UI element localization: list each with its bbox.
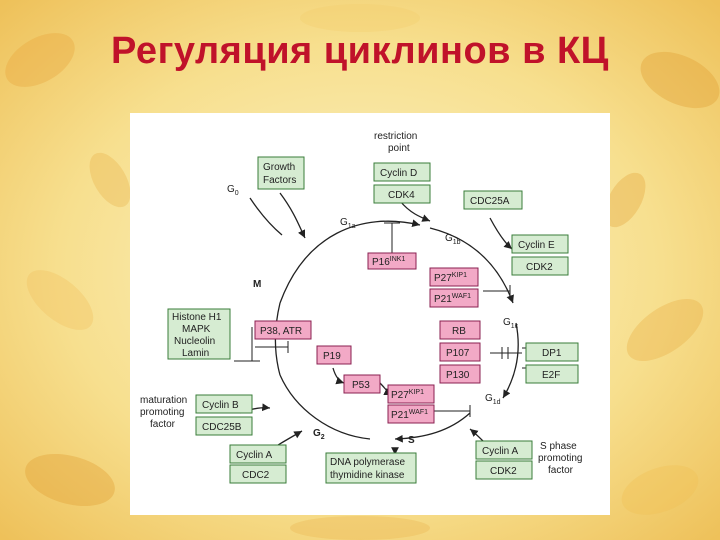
growth-factors-box: Growth Factors [257, 156, 305, 190]
phase-g2: G2 [313, 428, 325, 441]
svg-text:MAPK: MAPK [182, 324, 211, 335]
maturation-label-1: maturation [140, 395, 187, 406]
cell-cycle-diagram-panel: G0 G1a G1b G1c G1d M S G2 restriction po… [130, 113, 610, 515]
p21-bottom-box: P21WAF1 [387, 404, 435, 424]
maturation-label-3: factor [150, 419, 176, 430]
restriction-label-2: point [388, 143, 410, 154]
svg-text:P27KIP1: P27KIP1 [391, 389, 424, 401]
phase-g1d: G1d [485, 393, 501, 406]
p107-box: P107 [439, 342, 481, 362]
dna-polymerase-box: DNA polymerase thymidine kinase [325, 452, 417, 484]
cyclin-a-left-box: Cyclin A [229, 444, 287, 464]
rb-box: RB [439, 320, 481, 340]
histone-box: Histone H1 MAPK Nucleolin Lamin [167, 308, 231, 360]
svg-text:Growth: Growth [263, 162, 295, 173]
svg-text:P27KIP1: P27KIP1 [434, 272, 467, 284]
svg-text:P38, ATR: P38, ATR [260, 326, 302, 337]
svg-text:RB: RB [452, 326, 466, 337]
svg-text:P130: P130 [446, 370, 470, 381]
svg-text:Lamin: Lamin [182, 348, 209, 359]
dp1-box: DP1 [525, 342, 579, 362]
cdk4-box: CDK4 [373, 184, 431, 204]
svg-text:DNA polymerase: DNA polymerase [330, 457, 405, 468]
sphase-label-2: promoting [538, 453, 582, 464]
cdc25b-box: CDC25B [195, 416, 253, 436]
svg-text:Nucleolin: Nucleolin [174, 336, 215, 347]
phase-g1b: G1b [445, 233, 461, 246]
svg-text:CDK2: CDK2 [490, 466, 517, 477]
svg-text:Cyclin D: Cyclin D [380, 168, 417, 179]
phase-s: S [408, 435, 415, 446]
phase-g1c: G1c [503, 317, 519, 330]
svg-text:P21WAF1: P21WAF1 [391, 409, 428, 421]
svg-text:CDC2: CDC2 [242, 470, 270, 481]
svg-text:CDK2: CDK2 [526, 262, 553, 273]
phase-g1a: G1a [340, 217, 356, 230]
svg-text:CDC25B: CDC25B [202, 422, 242, 433]
p130-box: P130 [439, 364, 481, 384]
sphase-label-3: factor [548, 465, 574, 476]
cdk2-a-box: CDK2 [475, 460, 533, 480]
svg-text:P21WAF1: P21WAF1 [434, 293, 471, 305]
svg-text:P107: P107 [446, 348, 470, 359]
maturation-label-2: promoting [140, 407, 184, 418]
svg-text:P16INK1: P16INK1 [372, 256, 405, 268]
cyclin-d-box: Cyclin D [373, 162, 431, 182]
svg-text:Cyclin E: Cyclin E [518, 240, 555, 251]
cyclin-b-box: Cyclin B [195, 394, 253, 414]
p53-box: P53 [343, 374, 381, 394]
phase-g0: G0 [227, 184, 239, 197]
phase-m: M [253, 279, 261, 290]
p27-bottom-box: P27KIP1 [387, 384, 435, 404]
p27-top-box: P27KIP1 [429, 267, 479, 287]
cycle-arrows [234, 192, 535, 455]
svg-text:Cyclin A: Cyclin A [236, 450, 272, 461]
svg-text:DP1: DP1 [542, 348, 562, 359]
svg-text:Cyclin B: Cyclin B [202, 400, 239, 411]
svg-text:Cyclin A: Cyclin A [482, 446, 518, 457]
p38-atr-box: P38, ATR [254, 320, 312, 340]
svg-text:CDC25A: CDC25A [470, 196, 510, 207]
svg-text:E2F: E2F [542, 370, 560, 381]
p16-box: P16INK1 [367, 252, 417, 270]
cell-cycle-diagram: G0 G1a G1b G1c G1d M S G2 restriction po… [140, 131, 582, 484]
page-title: Регуляция циклинов в КЦ [111, 30, 609, 72]
svg-text:Factors: Factors [263, 175, 296, 186]
svg-text:CDK4: CDK4 [388, 190, 415, 201]
p21-top-box: P21WAF1 [429, 288, 479, 308]
cdc2-box: CDC2 [229, 464, 287, 484]
sphase-label-1: S phase [540, 441, 577, 452]
svg-text:P19: P19 [323, 351, 341, 362]
phase-labels: G0 G1a G1b G1c G1d M S G2 [227, 184, 519, 446]
svg-text:Histone H1: Histone H1 [172, 312, 222, 323]
cyclin-e-box: Cyclin E [511, 234, 569, 254]
cyclin-a-right-box: Cyclin A [475, 440, 533, 460]
cdc25a-box: CDC25A [463, 190, 523, 210]
svg-text:thymidine kinase: thymidine kinase [330, 470, 405, 481]
restriction-label-1: restriction [374, 131, 417, 142]
e2f-box: E2F [525, 364, 579, 384]
svg-text:P53: P53 [352, 380, 370, 391]
cdk2-e-box: CDK2 [511, 256, 569, 276]
annotation-labels: restriction point maturation promoting f… [140, 131, 582, 476]
p19-box: P19 [316, 345, 352, 365]
